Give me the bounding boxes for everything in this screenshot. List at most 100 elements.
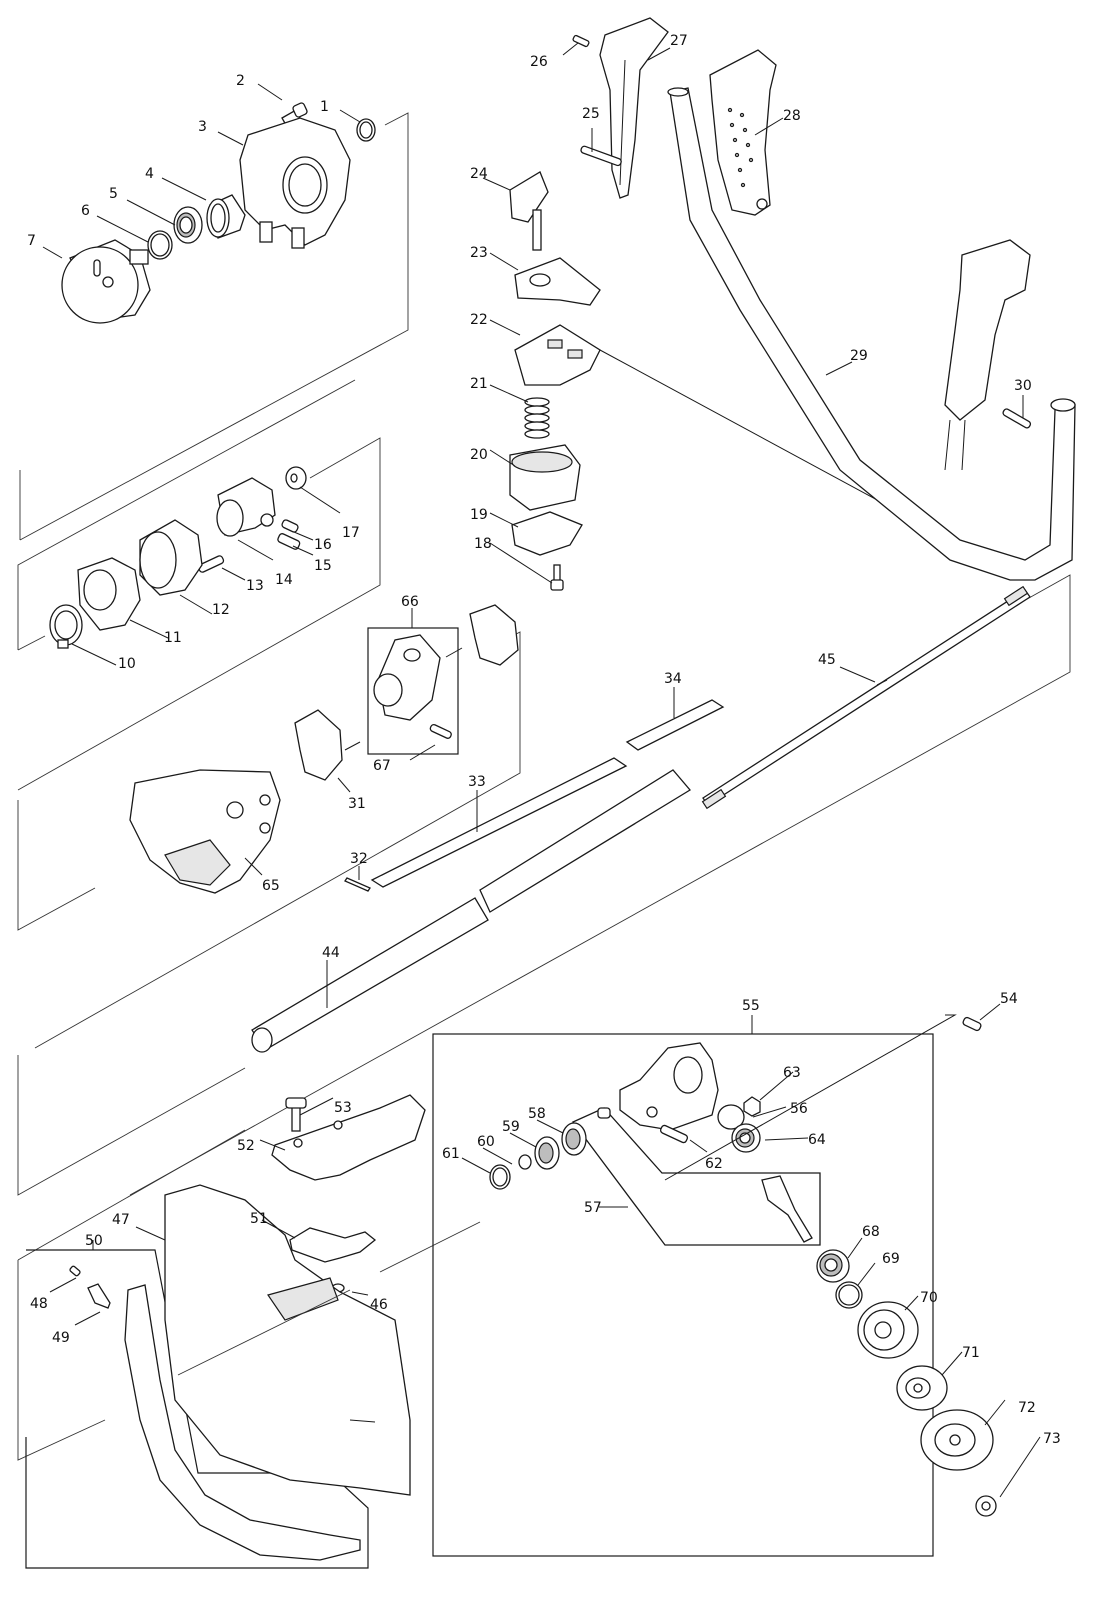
callout-60: 60 — [477, 1134, 495, 1150]
part-18-bolt[interactable] — [550, 564, 564, 591]
part-7-clutch-drum[interactable] — [61, 239, 151, 324]
callout-6: 6 — [81, 203, 90, 219]
callout-71: 71 — [962, 1345, 980, 1361]
part-34-label[interactable] — [625, 699, 725, 751]
part-27-handle-half[interactable] — [599, 17, 669, 199]
callout-57: 57 — [584, 1200, 602, 1216]
callout-17: 17 — [342, 525, 360, 541]
callout-49: 49 — [52, 1330, 70, 1346]
part-6-circlip[interactable] — [147, 230, 173, 260]
callout-58: 58 — [528, 1106, 546, 1122]
part-70-receiving-washer[interactable] — [857, 1301, 919, 1359]
part-29-loop-handle-bar[interactable] — [667, 87, 1076, 581]
callout-55: 55 — [742, 998, 760, 1014]
callout-53: 53 — [334, 1100, 352, 1116]
part-56-o-ring[interactable] — [717, 1104, 745, 1130]
part-21-spring[interactable] — [524, 397, 550, 439]
part-31-damper-rubber[interactable] — [294, 604, 519, 781]
callout-24: 24 — [470, 166, 488, 182]
part-24-knob[interactable] — [509, 171, 549, 251]
part-28-grip[interactable] — [709, 49, 777, 216]
part-47-guard[interactable] — [164, 1184, 411, 1496]
part-60-circlip[interactable] — [518, 1154, 532, 1170]
callout-labels: 1 2 3 4 5 6 7 10 11 12 13 14 15 16 17 18… — [27, 33, 1061, 1447]
shaft-group — [251, 585, 1031, 1053]
part-15-screw[interactable] — [277, 533, 301, 550]
part-48-screw[interactable] — [69, 1265, 81, 1277]
part-33-label[interactable] — [370, 757, 628, 888]
part-55-gear-case[interactable] — [619, 1042, 719, 1131]
part-12-inner-cover[interactable] — [139, 519, 203, 596]
callout-31: 31 — [348, 796, 366, 812]
part-17-washer[interactable] — [285, 466, 307, 490]
callout-44: 44 — [322, 945, 340, 961]
part-62-bolt[interactable] — [659, 1124, 689, 1144]
part-16-screw[interactable] — [281, 519, 299, 533]
part-52-guard-cover[interactable] — [271, 1094, 426, 1181]
callout-14: 14 — [275, 572, 293, 588]
callout-66: 66 — [401, 594, 419, 610]
part-49-blade-plate[interactable] — [87, 1283, 111, 1309]
part-1-circlip[interactable] — [356, 118, 376, 142]
callout-69: 69 — [882, 1251, 900, 1267]
callout-19: 19 — [470, 507, 488, 523]
part-73-lock-nut[interactable] — [975, 1495, 997, 1517]
callout-12: 12 — [212, 602, 230, 618]
part-4-spacer-sleeve[interactable] — [206, 194, 246, 239]
part-53-bolt[interactable] — [285, 1097, 307, 1132]
part-19-clamp-bottom[interactable] — [511, 511, 583, 556]
part-63-bolt[interactable] — [743, 1096, 761, 1117]
callout-64: 64 — [808, 1132, 826, 1148]
part-25-bolt[interactable] — [580, 145, 622, 167]
callout-59: 59 — [502, 1119, 520, 1135]
part-72-cup[interactable] — [920, 1409, 994, 1471]
callout-70: 70 — [920, 1290, 938, 1306]
part-20-clamp-base[interactable] — [509, 444, 581, 511]
callout-23: 23 — [470, 245, 488, 261]
part-5-ball-bearing[interactable] — [173, 206, 203, 244]
part-22-clamp-ratchet[interactable] — [514, 324, 601, 386]
part-45-drive-shaft[interactable] — [701, 585, 1031, 810]
callout-33: 33 — [468, 774, 486, 790]
part-58-bearing[interactable] — [561, 1122, 587, 1156]
callout-11: 11 — [164, 630, 182, 646]
part-14-throttle-sleeve[interactable] — [216, 477, 276, 537]
part-3-clutch-housing[interactable] — [239, 117, 351, 249]
part-65-engine-cover[interactable] — [129, 769, 281, 894]
part-66-shaft-clamp[interactable] — [373, 634, 441, 721]
part-54-bolt[interactable] — [962, 1016, 982, 1032]
callout-32: 32 — [350, 851, 368, 867]
callout-25: 25 — [582, 106, 600, 122]
part-57-pinion-gear[interactable] — [571, 1107, 821, 1246]
callout-7: 7 — [27, 233, 36, 249]
part-50-cutter-guard[interactable] — [124, 1284, 361, 1561]
handle-clamp-group — [482, 171, 1041, 591]
shaft-clamp-group — [129, 604, 519, 894]
callout-63: 63 — [783, 1065, 801, 1081]
part-26-screw[interactable] — [572, 34, 590, 48]
part-23-clamp-top[interactable] — [514, 257, 601, 306]
callout-73: 73 — [1043, 1431, 1061, 1447]
part-61-circlip[interactable] — [489, 1164, 511, 1190]
callout-21: 21 — [470, 376, 488, 392]
guard-group — [25, 1094, 481, 1569]
part-2-bolt[interactable] — [281, 102, 308, 126]
part-44-main-pipe[interactable] — [251, 769, 691, 1053]
part-69-circlip[interactable] — [835, 1281, 863, 1309]
part-10-circlip[interactable] — [49, 604, 83, 649]
part-32-pin[interactable] — [344, 877, 371, 892]
callout-51: 51 — [250, 1211, 268, 1227]
part-30-throttle-handle[interactable] — [944, 239, 1032, 471]
part-59-bearing[interactable] — [534, 1136, 560, 1170]
callout-10: 10 — [118, 656, 136, 672]
part-51-guard-bracket[interactable] — [289, 1227, 377, 1263]
callout-62: 62 — [705, 1156, 723, 1172]
callout-26: 26 — [530, 54, 548, 70]
part-67-bolt[interactable] — [429, 723, 452, 740]
part-64-bearing[interactable] — [731, 1123, 761, 1153]
part-11-outer-cover[interactable] — [77, 557, 141, 631]
part-71-clamp-washer[interactable] — [896, 1365, 948, 1411]
callout-4: 4 — [145, 166, 154, 182]
part-68-bearing[interactable] — [816, 1249, 850, 1283]
